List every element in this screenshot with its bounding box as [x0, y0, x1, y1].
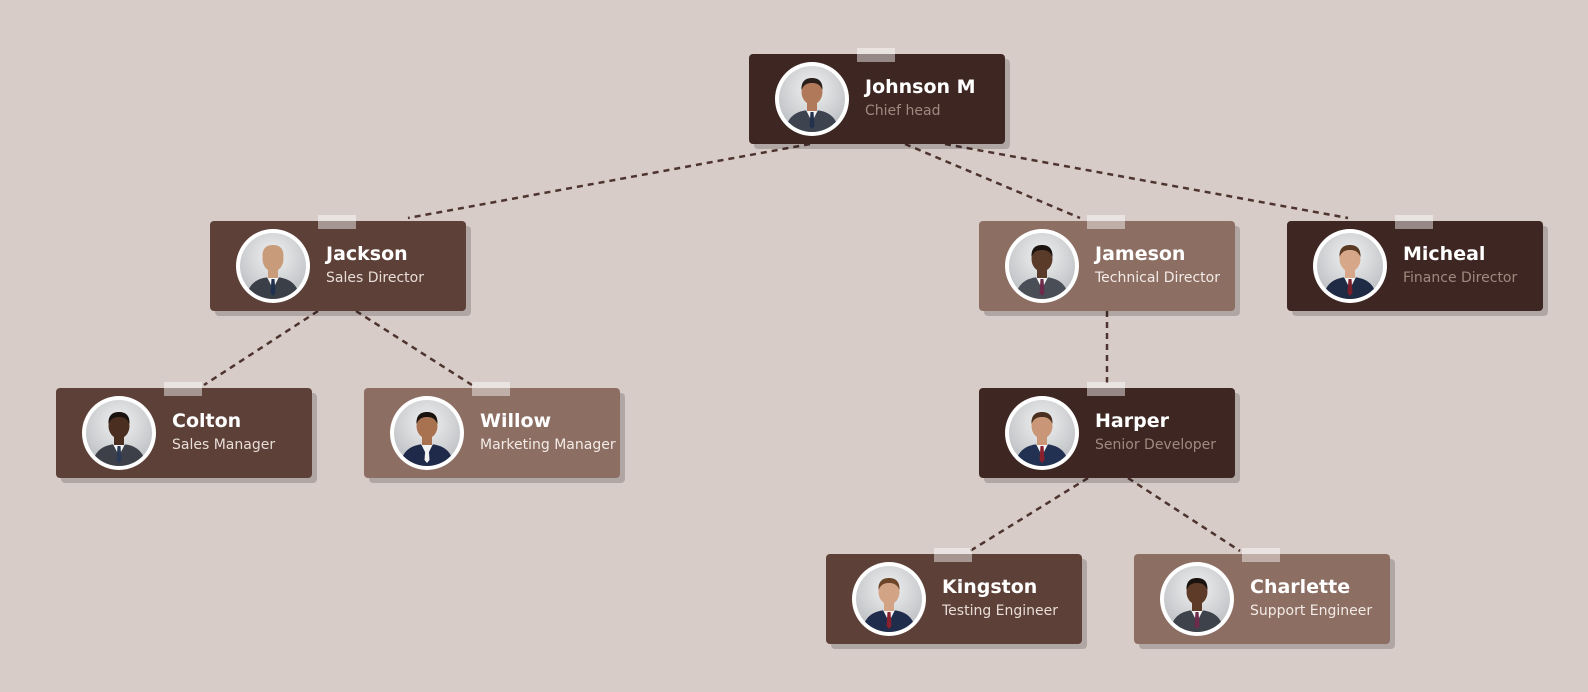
- avatar: [82, 396, 156, 470]
- org-node-harper[interactable]: Harper Senior Developer: [979, 382, 1235, 478]
- node-name: Harper: [1095, 410, 1169, 432]
- avatar: [1005, 396, 1079, 470]
- node-role: Sales Manager: [172, 437, 276, 453]
- connector-harper-charlette: [1127, 476, 1241, 553]
- org-node-micheal[interactable]: Micheal Finance Director: [1287, 215, 1543, 311]
- node-name: Charlette: [1250, 576, 1351, 598]
- tape-decoration: [934, 548, 972, 562]
- connector-johnson-jackson: [407, 142, 811, 220]
- tape-decoration: [857, 48, 895, 62]
- person-portrait-icon: [1009, 233, 1075, 299]
- person-portrait-icon: [1009, 400, 1075, 466]
- tape-decoration: [1087, 382, 1125, 396]
- tape-decoration: [164, 382, 202, 396]
- connector-jackson-colton: [203, 309, 319, 387]
- person-portrait-icon: [394, 400, 460, 466]
- node-role: Senior Developer: [1095, 437, 1217, 453]
- node-name: Jackson: [326, 243, 408, 265]
- connector-johnson-jameson: [904, 142, 1081, 220]
- connector-harper-kingston: [969, 476, 1089, 553]
- person-portrait-icon: [1164, 566, 1230, 632]
- org-node-jameson[interactable]: Jameson Technical Director: [979, 215, 1235, 311]
- avatar: [1160, 562, 1234, 636]
- person-portrait-icon: [856, 566, 922, 632]
- node-role: Testing Engineer: [942, 603, 1059, 619]
- avatar: [1313, 229, 1387, 303]
- node-role: Sales Director: [326, 270, 424, 286]
- tape-decoration: [472, 382, 510, 396]
- tape-decoration: [1395, 215, 1433, 229]
- person-portrait-icon: [779, 66, 845, 132]
- org-node-kingston[interactable]: Kingston Testing Engineer: [826, 548, 1082, 644]
- org-node-colton[interactable]: Colton Sales Manager: [56, 382, 312, 478]
- node-name: Colton: [172, 410, 242, 432]
- node-name: Willow: [480, 410, 552, 432]
- tape-decoration: [1242, 548, 1280, 562]
- avatar: [390, 396, 464, 470]
- node-role: Finance Director: [1403, 270, 1518, 286]
- node-name: Micheal: [1403, 243, 1486, 265]
- node-role: Marketing Manager: [480, 437, 616, 453]
- connector-johnson-micheal: [944, 142, 1349, 220]
- person-portrait-icon: [86, 400, 152, 466]
- node-name: Kingston: [942, 576, 1038, 598]
- avatar: [236, 229, 310, 303]
- node-name: Jameson: [1095, 243, 1186, 265]
- connector-jackson-willow: [355, 309, 473, 387]
- person-portrait-icon: [240, 233, 306, 299]
- avatar: [775, 62, 849, 136]
- person-portrait-icon: [1317, 233, 1383, 299]
- node-role: Chief head: [865, 103, 941, 119]
- org-node-charlette[interactable]: Charlette Support Engineer: [1134, 548, 1390, 644]
- node-name: Johnson M: [865, 76, 976, 98]
- node-role: Technical Director: [1095, 270, 1220, 286]
- node-role: Support Engineer: [1250, 603, 1373, 619]
- tape-decoration: [318, 215, 356, 229]
- org-node-johnson[interactable]: Johnson M Chief head: [749, 48, 1005, 144]
- org-node-willow[interactable]: Willow Marketing Manager: [364, 382, 620, 478]
- org-node-jackson[interactable]: Jackson Sales Director: [210, 215, 466, 311]
- avatar: [1005, 229, 1079, 303]
- avatar: [852, 562, 926, 636]
- tape-decoration: [1087, 215, 1125, 229]
